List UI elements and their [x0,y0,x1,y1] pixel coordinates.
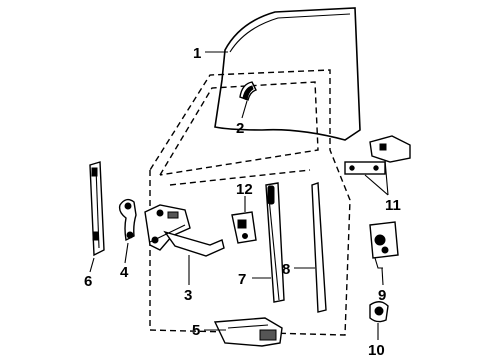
door-weatherstrip [311,182,327,313]
callout-5: 5 [192,322,200,339]
door-latch [369,221,399,269]
callout-labels: 1 2 3 4 5 6 7 8 9 10 11 12 [84,45,401,359]
callout-12: 12 [236,181,253,198]
callout-9: 9 [378,287,386,304]
callout-1: 1 [193,45,201,62]
leader-lines [89,51,389,340]
callout-2: 2 [236,120,244,137]
door-glass [214,7,361,141]
lock-cylinder [369,301,389,323]
door-outline [149,69,351,336]
callout-8: 8 [282,261,290,278]
callout-4: 4 [120,264,129,281]
front-run-channel [89,161,105,257]
callout-6: 6 [84,273,92,290]
rear-run-channel [265,182,285,303]
outside-door-handle [213,317,283,347]
callout-7: 7 [238,271,246,288]
door-latch-bracket [231,211,257,244]
glass-channel-bracket [239,81,257,101]
callout-3: 3 [184,287,192,304]
window-regulator [144,204,225,257]
window-crank-handle [118,198,137,242]
striker-assembly [344,135,411,175]
callout-11: 11 [385,197,401,214]
callout-10: 10 [368,342,385,359]
